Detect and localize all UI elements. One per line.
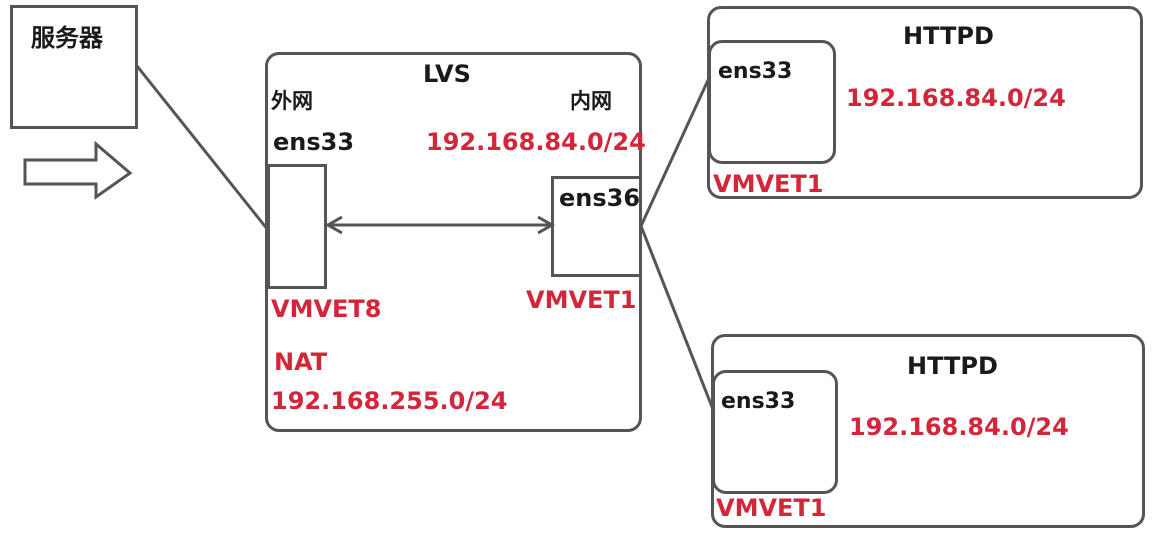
httpd-top-title: HTTPD	[903, 22, 994, 50]
lvs-outer-nic	[267, 164, 327, 289]
lvs-inner-nic	[551, 176, 642, 277]
lvs-inner-subnet: 192.168.84.0/24	[426, 128, 646, 156]
ens36-to-httpd-top-line	[639, 77, 711, 227]
httpd-top-iface: ens33	[718, 59, 793, 84]
httpd-bottom-title: HTTPD	[907, 352, 998, 380]
httpd-bottom-nic	[712, 370, 838, 494]
httpd-top-subnet: 192.168.84.0/24	[846, 84, 1066, 112]
lvs-outer-vnet: VMVET8	[271, 295, 382, 323]
httpd-top-vnet: VMVET1	[713, 170, 824, 198]
lvs-inner-iface: ens36	[559, 184, 641, 212]
httpd-bottom-subnet: 192.168.84.0/24	[849, 413, 1069, 441]
server-box	[10, 5, 138, 129]
lvs-title: LVS	[423, 60, 471, 88]
lvs-inner-vnet: VMVET1	[526, 286, 637, 314]
httpd-bottom-iface: ens33	[721, 389, 796, 414]
lvs-inner-label: 内网	[570, 89, 612, 113]
lvs-outer-label: 外网	[271, 89, 313, 113]
httpd-top-nic	[708, 40, 836, 164]
right-arrow-icon	[23, 140, 133, 200]
httpd-bottom-vnet: VMVET1	[716, 494, 827, 522]
server-to-lvs-line	[135, 65, 270, 231]
lvs-outer-iface: ens33	[273, 128, 355, 156]
lvs-outer-subnet: 192.168.255.0/24	[271, 387, 508, 415]
ens36-to-httpd-bottom-line	[639, 225, 716, 413]
server-label: 服务器	[31, 24, 103, 52]
lvs-mode: NAT	[274, 348, 328, 376]
